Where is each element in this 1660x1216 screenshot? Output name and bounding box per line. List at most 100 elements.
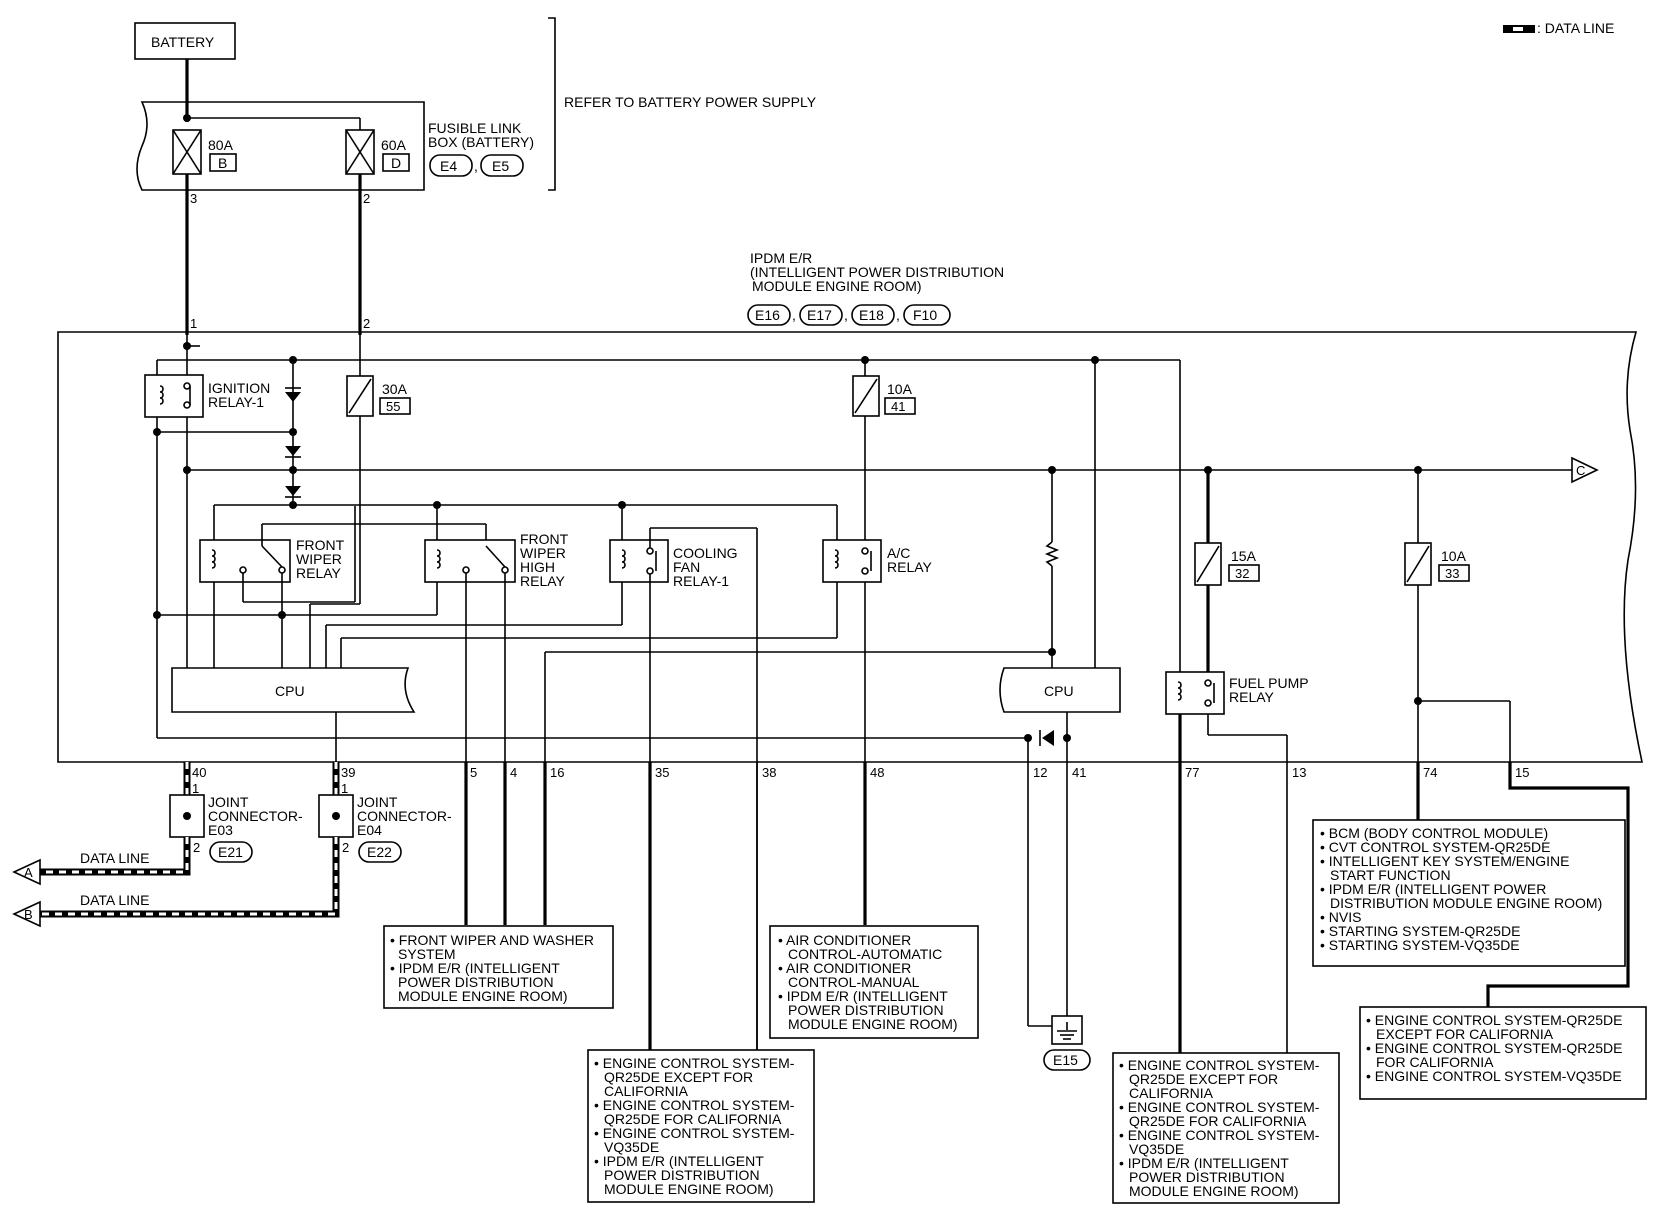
box-bcm-line6: DISTRIBUTION MODULE ENGINE ROOM) <box>1330 895 1602 911</box>
box-wiper-line4: POWER DISTRIBUTION <box>398 974 554 990</box>
pin-41: 41 <box>1072 765 1086 780</box>
offpage-c-label: C <box>1576 463 1585 478</box>
box-engine-left-line8: • IPDM E/R (INTELLIGENT <box>594 1153 764 1169</box>
data-line-b-ref: B <box>24 907 33 922</box>
front-wiper-high-relay-label-3: HIGH <box>520 559 555 575</box>
fuse-d-code: D <box>391 155 401 171</box>
box-engine-right-line1: • ENGINE CONTROL SYSTEM-QR25DE <box>1366 1012 1622 1028</box>
box-aircon-line1: • AIR CONDITIONER <box>778 932 911 948</box>
jc-e03-pin-bottom: 2 <box>193 840 200 855</box>
box-engine-mid-line1: • ENGINE CONTROL SYSTEM- <box>1119 1057 1320 1073</box>
output-wires <box>464 762 1630 1050</box>
fuse-55-num: 55 <box>386 399 400 414</box>
pin-numbers: 40 39 5 4 16 35 38 48 12 41 77 13 74 15 <box>192 765 1529 780</box>
cooling-fan-relay-label-3: RELAY-1 <box>673 573 729 589</box>
box-bcm-line5: • IPDM E/R (INTELLIGENT POWER <box>1320 881 1546 897</box>
fuel-pump-relay-label-1: FUEL PUMP <box>1229 675 1309 691</box>
fuse-33-num: 33 <box>1445 566 1459 581</box>
box-engine-left-line1: • ENGINE CONTROL SYSTEM- <box>594 1055 795 1071</box>
box-wiper-line2: SYSTEM <box>398 946 456 962</box>
cpu-left-label: CPU <box>275 683 305 699</box>
jc-e04-line1: JOINT <box>357 794 398 810</box>
ignition-relay-label-2: RELAY-1 <box>208 394 264 410</box>
box-bcm-line1: • BCM (BODY CONTROL MODULE) <box>1320 825 1548 841</box>
connector-e16: E16 <box>755 307 780 323</box>
legend: : DATA LINE <box>1503 20 1614 36</box>
fuse-10a-41: 10A 41 <box>852 375 916 417</box>
box-engine-left-line5: QR25DE FOR CALIFORNIA <box>604 1111 782 1127</box>
ipdm-line2: (INTELLIGENT POWER DISTRIBUTION <box>750 264 1004 280</box>
box-engine-mid-line6: • ENGINE CONTROL SYSTEM- <box>1119 1127 1320 1143</box>
pin-4: 4 <box>510 765 517 780</box>
box-wiper-line1: • FRONT WIPER AND WASHER <box>390 932 594 948</box>
box-engine-mid-line7: VQ35DE <box>1129 1141 1184 1157</box>
fuse-b-code: B <box>218 155 227 171</box>
jc-e03-pin-top: 1 <box>192 781 199 796</box>
connector-e21: E21 <box>218 844 243 860</box>
joint-connector-e04: 1 JOINT CONNECTOR- E04 2 E22 <box>318 762 452 863</box>
connector-e4: E4 <box>440 158 457 174</box>
connector-e18: E18 <box>859 307 884 323</box>
box-engine-left-line10: MODULE ENGINE ROOM) <box>604 1181 774 1197</box>
cooling-fan-relay-label-1: COOLING <box>673 545 738 561</box>
front-wiper-relay-label-1: FRONT <box>296 537 345 553</box>
fuse-30a-55: 30A 55 <box>346 375 411 417</box>
battery: BATTERY <box>134 22 236 60</box>
jc-e04-pin-bottom: 2 <box>342 840 349 855</box>
ac-relay: A/C RELAY <box>822 539 933 583</box>
refer-note-text: REFER TO BATTERY POWER SUPPLY <box>564 94 817 110</box>
fuse-d-amps: 60A <box>381 137 407 153</box>
fuse-80a-b: 80A B <box>172 129 237 175</box>
front-wiper-high-relay: FRONT WIPER HIGH RELAY <box>424 531 569 589</box>
box-engine-mid-line5: QR25DE FOR CALIFORNIA <box>1129 1113 1307 1129</box>
fusible-link-name-2: BOX (BATTERY) <box>428 134 534 150</box>
fusible-pin-right: 2 <box>363 191 370 206</box>
fusible-link-box: 80A B 60A D FUSIBLE LINK BOX (BATTERY) E… <box>136 59 534 206</box>
box-aircon-line2: CONTROL-AUTOMATIC <box>788 946 942 962</box>
jc-e03-line2: CONNECTOR- <box>208 808 303 824</box>
jc-e04-line2: CONNECTOR- <box>357 808 452 824</box>
ipdm-label: IPDM E/R (INTELLIGENT POWER DISTRIBUTION… <box>747 250 1004 326</box>
ground-e15: E15 <box>1027 762 1091 1071</box>
fuse-32-num: 32 <box>1235 566 1249 581</box>
connector-e22: E22 <box>367 844 392 860</box>
box-engine-right-line5: • ENGINE CONTROL SYSTEM-VQ35DE <box>1366 1068 1622 1084</box>
connector-e5: E5 <box>492 158 509 174</box>
box-engine-left-line6: • ENGINE CONTROL SYSTEM- <box>594 1125 795 1141</box>
svg-text:,: , <box>844 307 848 323</box>
pin-38: 38 <box>762 765 776 780</box>
box-engine-left-line7: VQ35DE <box>604 1139 659 1155</box>
ipdm-line1: IPDM E/R <box>750 250 812 266</box>
ipdm-pin-1: 1 <box>190 316 197 331</box>
ignition-relay: IGNITION RELAY-1 <box>144 374 270 418</box>
box-aircon-line4: CONTROL-MANUAL <box>788 974 920 990</box>
ground-connector-e15: E15 <box>1053 1052 1078 1068</box>
box-wiper-line3: • IPDM E/R (INTELLIGENT <box>390 960 560 976</box>
box-engine-left-line4: • ENGINE CONTROL SYSTEM- <box>594 1097 795 1113</box>
data-line-a-label: DATA LINE <box>80 850 150 866</box>
box-bcm-line4: START FUNCTION <box>1330 867 1451 883</box>
pin-35: 35 <box>655 765 669 780</box>
jc-e03-line1: JOINT <box>208 794 249 810</box>
ignition-relay-label-1: IGNITION <box>208 380 270 396</box>
fuse-33-amps: 10A <box>1441 548 1467 564</box>
legend-data-line: : DATA LINE <box>1537 20 1614 36</box>
connector-e17: E17 <box>807 307 832 323</box>
front-wiper-relay-label-3: RELAY <box>296 565 342 581</box>
pin-15: 15 <box>1515 765 1529 780</box>
cpu-left: CPU <box>171 667 416 713</box>
refer-note: REFER TO BATTERY POWER SUPPLY <box>548 17 817 191</box>
internal-wiring: IGNITION RELAY-1 C 30A 55 <box>144 332 1599 1053</box>
fuse-41-amps: 10A <box>887 381 913 397</box>
pin-39: 39 <box>341 765 355 780</box>
data-line-a-ref: A <box>24 865 33 880</box>
jc-e03-line3: E03 <box>208 822 233 838</box>
box-wiper: • FRONT WIPER AND WASHER SYSTEM • IPDM E… <box>383 925 614 1009</box>
front-wiper-relay-label-2: WIPER <box>296 551 342 567</box>
box-engine-mid: • ENGINE CONTROL SYSTEM- QR25DE EXCEPT F… <box>1112 1052 1340 1204</box>
box-engine-mid-line3: CALIFORNIA <box>1129 1085 1214 1101</box>
box-engine-left: • ENGINE CONTROL SYSTEM- QR25DE EXCEPT F… <box>587 1049 815 1203</box>
fuse-10a-33: 10A 33 <box>1404 542 1470 586</box>
fuse-41-num: 41 <box>891 399 905 414</box>
box-aircon-line7: MODULE ENGINE ROOM) <box>788 1016 958 1032</box>
